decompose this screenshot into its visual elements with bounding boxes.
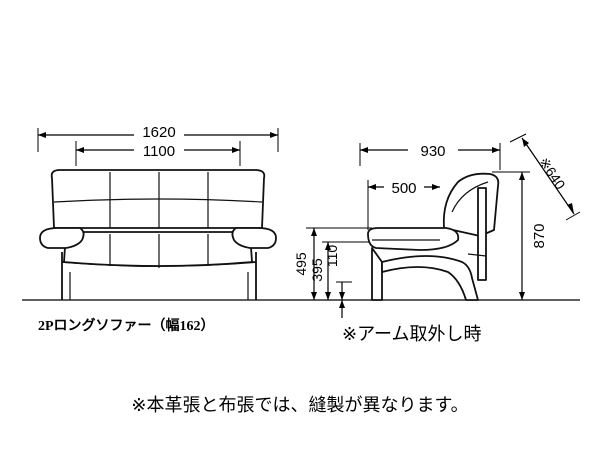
dim-side-height: 870 (480, 171, 548, 301)
side-view: 930 500 870 ※640 (342, 133, 581, 345)
bottom-note: ※本革張と布張では、縫製が異なります。 (131, 395, 468, 416)
arm-height-label: 495 (293, 252, 309, 276)
front-view: 1620 1100 (37, 124, 279, 334)
dim-front-overall-width: 1620 (37, 124, 279, 152)
sofa-side-drawing (367, 172, 500, 301)
leg-height-label: 110 (324, 245, 340, 268)
model-name-caption: 2Pロングソファー（幅162） (38, 317, 215, 334)
side-height-label: 870 (531, 223, 548, 248)
side-depth-label: 930 (420, 143, 445, 160)
dim-side-seat-depth: 500 (367, 178, 440, 230)
side-seat-depth-label: 500 (391, 180, 416, 197)
sofa-front-drawing (39, 169, 277, 300)
seat-height-label: 395 (309, 258, 325, 282)
front-seat-width-label: 1100 (143, 143, 175, 160)
side-diagonal-label: ※640 (536, 154, 569, 192)
dim-side-depth: 930 (359, 141, 501, 170)
front-overall-width-label: 1620 (142, 124, 175, 141)
dim-front-seat-width: 1100 (75, 141, 241, 166)
height-dimensions: 495 395 110 (293, 227, 372, 318)
arm-removed-note: ※アーム取外し時 (342, 324, 481, 345)
